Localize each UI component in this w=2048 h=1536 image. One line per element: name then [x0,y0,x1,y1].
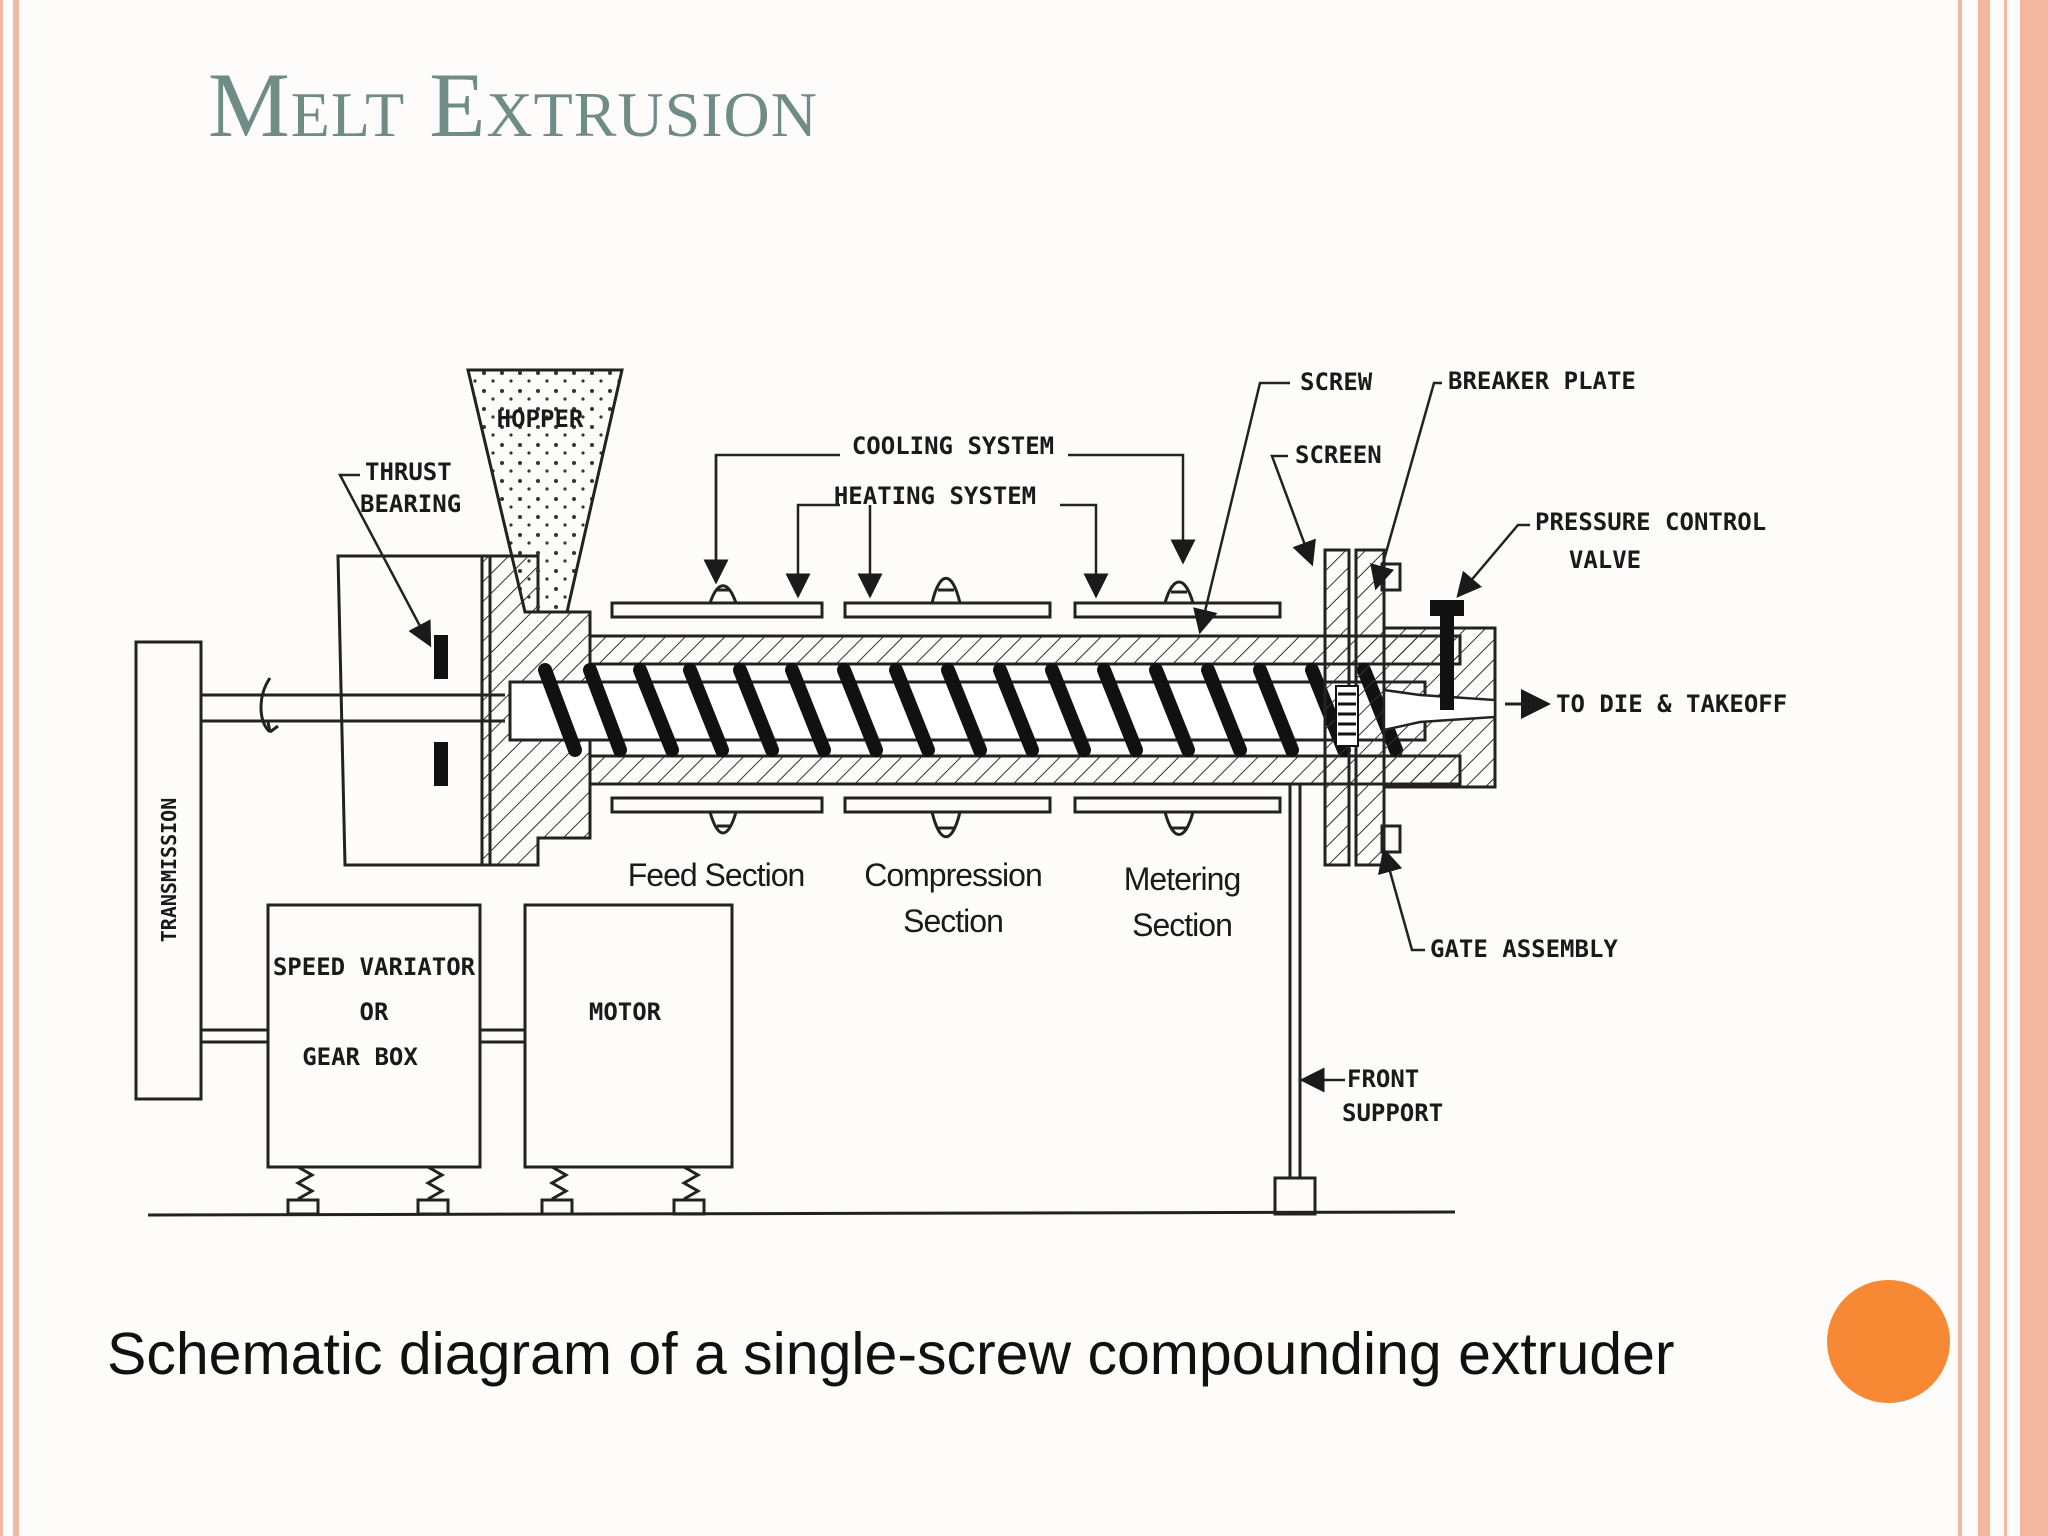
screw-label: SCREW [1300,368,1373,396]
gear-box-label-3: GEAR BOX [302,1043,418,1071]
hopper-label: HOPPER [497,405,584,433]
screen-mesh [1338,692,1356,736]
drive-housing [336,554,492,867]
die-channel [1382,688,1497,732]
gear-box [266,903,482,1169]
left-border-stripe [13,0,19,1536]
heater-band-1-top [610,601,824,619]
front-support-label-1: FRONT [1347,1065,1419,1093]
screw-leader [1193,381,1290,635]
motor-box [523,903,734,1169]
heater-band-2-top [843,601,1052,619]
spring-mounts [286,1165,706,1216]
cooling-system-label: COOLING SYSTEM [852,432,1054,460]
decorative-orange-circle [1827,1280,1950,1403]
floor-line [147,1210,1456,1217]
feed-section-label: Feed Section [628,857,805,893]
cooling-fan-2-top [930,577,962,604]
left-border-line [0,0,3,1536]
cooling-fan-1-bottom [708,811,738,835]
gear-box-label-2: OR [360,998,389,1026]
heater-band-2-bottom [843,796,1052,814]
breaker-plate-leader [1370,381,1442,591]
barrel-bottom-wall [588,754,1462,786]
metering-section-label-2: Section [1132,907,1232,943]
heater-band-1-bottom [610,796,824,814]
breaker-plate-screen [1335,685,1359,747]
compression-section-label-1: Compression [864,857,1042,893]
pressure-valve-stem [1440,612,1454,710]
thrust-bearing-top [434,635,448,679]
heating-system-leader [785,503,840,599]
front-support-foot [1273,1176,1317,1216]
cooling-system-leader [714,453,1183,582]
pressure-control-label-1: PRESSURE CONTROL [1535,508,1766,536]
extruder-diagram: TRANSMISSION HOPPER [134,367,1787,1217]
transmission-label: TRANSMISSION [157,798,181,943]
compression-section-label-2: Section [903,903,1003,939]
cooling-fan-2-bottom [930,811,962,838]
pressure-valve-head [1430,600,1464,616]
barrel-top-wall [588,634,1462,666]
diagram-caption: Schematic diagram of a single-screw comp… [107,1321,1675,1387]
metering-section-label-1: Metering [1124,861,1241,897]
heater-band-3-top [1073,601,1282,619]
heating-system-label: HEATING SYSTEM [834,482,1036,510]
thrust-bearing-leader [337,473,432,648]
motor-label: MOTOR [589,998,662,1026]
pressure-control-leader [1456,523,1530,598]
screen-label: SCREEN [1295,441,1382,469]
right-border-band [2020,0,2048,1536]
thrust-bearing-label-2: BEARING [360,490,461,518]
thrust-bearing-label-1: THRUST [365,458,452,486]
right-border-line-2 [2004,0,2007,1536]
hopper [466,368,624,614]
breaker-plate-label: BREAKER PLATE [1448,367,1636,395]
front-support-label-2: SUPPORT [1342,1099,1443,1127]
gate-plate-right [1354,548,1386,867]
gate-assembly-leader [1378,847,1425,952]
pressure-control-label-2: VALVE [1569,546,1641,574]
gear-box-label-1: SPEED VARIATOR [273,953,476,981]
right-border-stripe [1978,0,1990,1536]
rotation-arrow-icon [259,677,279,734]
cooling-fan-3-bottom [1163,811,1195,836]
gate-assembly-label: GATE ASSEMBLY [1430,935,1618,963]
right-border-line [1958,0,1962,1536]
cooling-fan-1-top [708,584,738,604]
heater-band-3-bottom [1073,796,1282,814]
slide-title: Melt Extrusion [208,54,818,156]
cooling-fan-3-top [1163,580,1195,604]
thrust-bearing-bottom [434,742,448,786]
to-die-label: TO DIE & TAKEOFF [1556,690,1787,718]
transmission-box [134,640,203,1101]
screen-leader [1270,454,1316,567]
